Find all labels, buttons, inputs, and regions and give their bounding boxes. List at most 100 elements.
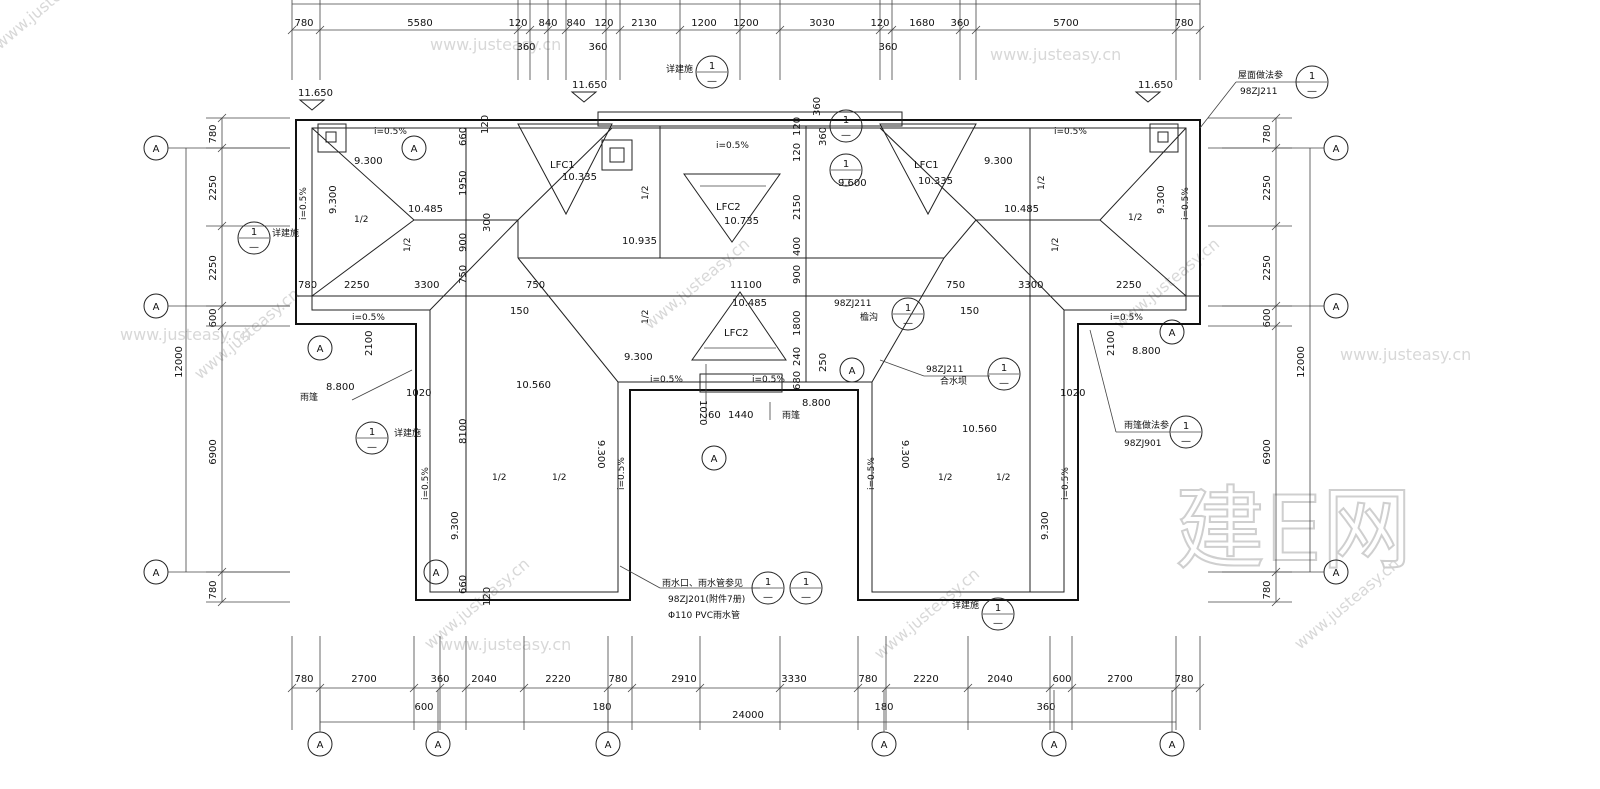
slope-label: i=0.5% bbox=[716, 141, 749, 151]
inner-dim: 1800 bbox=[792, 311, 803, 336]
axis-bubble-label: A bbox=[1333, 144, 1340, 155]
inner-dim: 3300 bbox=[414, 280, 439, 291]
level-label: 10.335 bbox=[562, 172, 597, 183]
slope-label: i=0.5% bbox=[1054, 127, 1087, 137]
slope-label: i=0.5% bbox=[374, 127, 407, 137]
detail-ref-label: 详建施 bbox=[394, 427, 421, 439]
watermark-text: www.justeasy.cn bbox=[0, 0, 103, 53]
inner-dim: 120 bbox=[792, 117, 803, 136]
axis-bubble: A bbox=[307, 731, 333, 757]
dim-top-label: 5700 bbox=[1053, 18, 1078, 29]
dim-right-label: 2250 bbox=[1262, 175, 1273, 200]
dim-top-label: 120 bbox=[508, 18, 527, 29]
dim-bottom-label: 780 bbox=[858, 674, 877, 685]
detail-bubble-sheet: — bbox=[763, 592, 773, 603]
inner-dim: 2150 bbox=[792, 195, 803, 220]
inner-dim: 1020 bbox=[697, 400, 708, 425]
inner-dim: 750 bbox=[458, 265, 469, 284]
detail-bubble: 1— bbox=[789, 571, 823, 605]
inner-dim: 1950 bbox=[458, 171, 469, 196]
detail-bubble: 1— bbox=[355, 421, 389, 455]
detail-bubble-sheet: — bbox=[1181, 436, 1191, 447]
axis-bubble: A bbox=[1041, 731, 1067, 757]
dim-left-label: 2250 bbox=[208, 255, 219, 280]
dim-bottom-sub-label: 180 bbox=[592, 702, 611, 713]
dim-bottom-label: 2220 bbox=[913, 674, 938, 685]
dim-left-label: 780 bbox=[208, 124, 219, 143]
slope-label: 1/2 bbox=[1051, 238, 1061, 252]
slope-label: i=0.5% bbox=[299, 187, 309, 220]
elevation-markers: 11.650 11.650 11.650 9.300 9.300 9.300 9… bbox=[298, 80, 1173, 540]
dim-right-label: 780 bbox=[1262, 580, 1273, 599]
dim-right-label: 6900 bbox=[1262, 439, 1273, 464]
detail-bubble-number: 1 bbox=[803, 577, 809, 588]
detail-bubble: 1— bbox=[695, 55, 729, 89]
inner-dim: 8100 bbox=[458, 419, 469, 444]
level-label: 9.300 bbox=[624, 352, 653, 363]
level-label: 9.300 bbox=[1156, 185, 1167, 214]
slope-label: 1/2 bbox=[1128, 213, 1142, 223]
detail-bubble: 1— bbox=[987, 357, 1021, 391]
level-label: 10.485 bbox=[1004, 204, 1039, 215]
axis-bubble: A bbox=[425, 731, 451, 757]
inner-dim: 900 bbox=[792, 265, 803, 284]
level-label: 10.485 bbox=[732, 298, 767, 309]
tanzhuo-label: 檐沟 bbox=[860, 311, 878, 323]
slope-label: 1/2 bbox=[996, 473, 1010, 483]
detail-bubble-sheet: — bbox=[367, 442, 377, 453]
detail-bubble-number: 1 bbox=[1309, 71, 1315, 82]
dim-top-label: 1200 bbox=[733, 18, 758, 29]
level-label: 9.300 bbox=[984, 156, 1013, 167]
slope-label: i=0.5% bbox=[1061, 467, 1071, 500]
inner-dim: 2250 bbox=[1116, 280, 1141, 291]
axis-bubble-label: A bbox=[849, 366, 856, 377]
detail-bubble: 1— bbox=[1295, 65, 1329, 99]
inner-dim: 240 bbox=[792, 347, 803, 366]
slope-label: i=0.5% bbox=[650, 375, 683, 385]
level-label: 9.300 bbox=[328, 185, 339, 214]
inner-dim: 120 bbox=[480, 115, 491, 134]
level-marker: 11.650 bbox=[1134, 80, 1173, 103]
dim-bottom-label: 780 bbox=[294, 674, 313, 685]
axis-bubble-label: A bbox=[153, 144, 160, 155]
detail-bubbles: 1—1—1—1—1—1—1—1—1—1—1—1— bbox=[237, 55, 1329, 631]
dim-left-total: 12000 bbox=[174, 346, 185, 378]
dim-right-label: 600 bbox=[1262, 308, 1273, 327]
dim-top-label: 780 bbox=[294, 18, 313, 29]
dim-left-label: 6900 bbox=[208, 439, 219, 464]
inner-dim: 680 bbox=[792, 371, 803, 390]
dim-bottom-label: 600 bbox=[1052, 674, 1071, 685]
level-label: 8.800 bbox=[802, 398, 831, 409]
detail-bubble-sheet: — bbox=[249, 242, 259, 253]
level-marker: 11.650 bbox=[298, 88, 333, 111]
detail-bubble: 1— bbox=[829, 153, 863, 187]
level-label: 10.935 bbox=[622, 236, 657, 247]
inner-dim: 120 bbox=[482, 587, 493, 606]
axis-bubble-label: A bbox=[153, 568, 160, 579]
inner-dim: 11100 bbox=[730, 280, 762, 291]
yupeng-label: 雨篷 bbox=[782, 409, 800, 421]
inner-dim: 120 bbox=[792, 143, 803, 162]
detail-bubble-sheet: — bbox=[1307, 86, 1317, 97]
axis-bubble-label: A bbox=[711, 454, 718, 465]
detail-bubble: 1— bbox=[891, 297, 925, 331]
dim-top-sub-label: 360 bbox=[516, 42, 535, 53]
level-label: 9.300 bbox=[450, 511, 461, 540]
dim-top-label: 1680 bbox=[909, 18, 934, 29]
dim-bottom-label: 780 bbox=[608, 674, 627, 685]
dim-top-sub-label: 360 bbox=[588, 42, 607, 53]
detail-ref-label: 详建施 bbox=[952, 599, 979, 611]
slope-label: i=0.5% bbox=[1110, 313, 1143, 323]
dim-top-sub-label: 360 bbox=[878, 42, 897, 53]
dim-right-total: 12000 bbox=[1296, 346, 1307, 378]
dim-bottom-sub-label: 600 bbox=[414, 702, 433, 713]
ref-98zj211: 98ZJ211 bbox=[1240, 87, 1277, 97]
axis-bubble: A bbox=[143, 135, 169, 161]
axis-bubble: A bbox=[1323, 135, 1349, 161]
axis-bubble-label: A bbox=[317, 344, 324, 355]
detail-bubble-number: 1 bbox=[251, 227, 257, 238]
level-label: 9.600 bbox=[838, 178, 867, 189]
dim-bottom-label: 780 bbox=[1174, 674, 1193, 685]
detail-bubble-number: 1 bbox=[1001, 363, 1007, 374]
